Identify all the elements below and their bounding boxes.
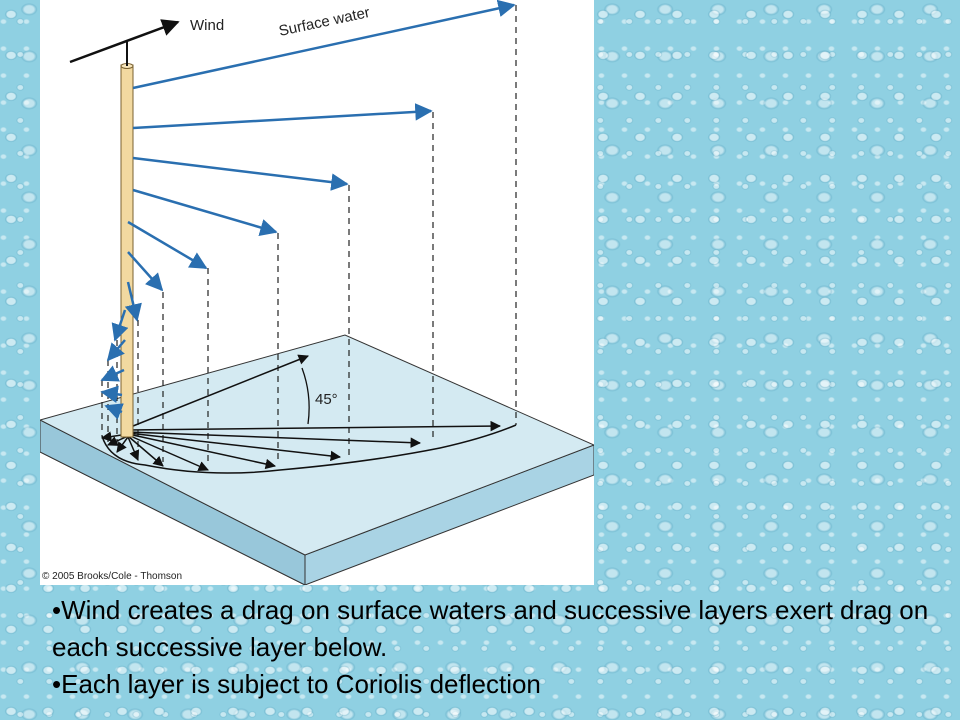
bullet-list: •Wind creates a drag on surface waters a… <box>52 592 957 703</box>
surface-water-label: Surface water <box>277 4 371 40</box>
bullet-item-drag: •Wind creates a drag on surface waters a… <box>52 595 929 662</box>
angle-arc <box>301 367 310 425</box>
ekman-spiral-figure: 45° Wind Surface water © 2005 Brooks/Col… <box>40 0 594 585</box>
copyright-text: © 2005 Brooks/Cole - Thomson <box>42 571 182 582</box>
ekman-spiral-diagram: 45° Wind Surface water © 2005 Brooks/Col… <box>40 0 594 585</box>
angle-label: 45° <box>315 391 338 408</box>
depth-pole <box>120 64 134 438</box>
plate-top <box>40 334 594 556</box>
wind-label: Wind <box>190 17 224 34</box>
projected-arrows <box>100 354 502 472</box>
spiral-curve <box>101 424 517 474</box>
water-plate <box>40 334 594 585</box>
wind-arrow <box>69 19 180 66</box>
current-arrows <box>100 0 516 420</box>
bullet-item-coriolis: •Each layer is subject to Coriolis defle… <box>52 669 541 699</box>
